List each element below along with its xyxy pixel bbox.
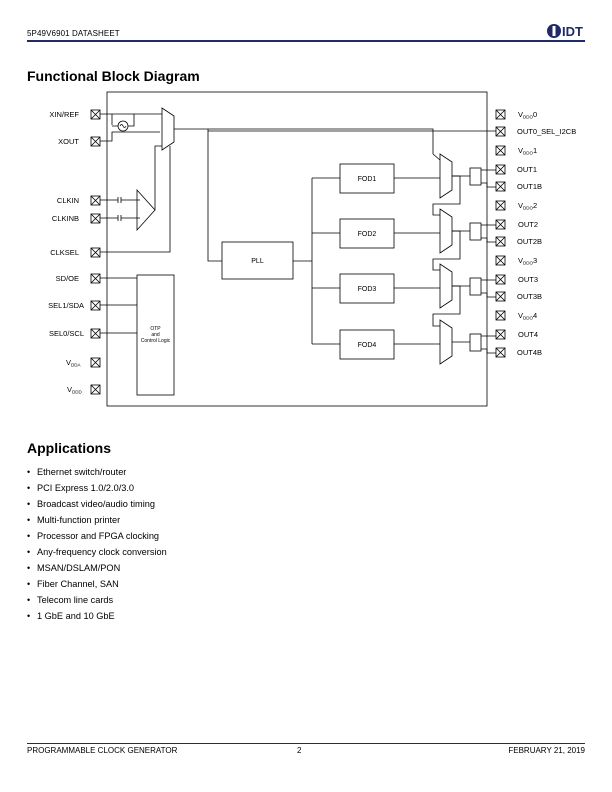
label-fod3: FOD3 xyxy=(358,286,377,293)
label-vddd: VDDD xyxy=(67,385,83,395)
list-item: PCI Express 1.0/2.0/3.0 xyxy=(27,480,167,496)
label-sel0-scl: SEL0/SCL xyxy=(49,329,84,338)
left-pins xyxy=(90,109,101,395)
label-vddo3: VDDO3 xyxy=(518,256,537,266)
list-item: Broadcast video/audio timing xyxy=(27,496,167,512)
pin-out2b xyxy=(495,236,506,247)
fod3-block xyxy=(339,273,395,304)
applications-heading: Applications xyxy=(27,440,112,456)
fod2-block xyxy=(339,218,395,249)
pin-out3 xyxy=(495,274,506,285)
pin-out1b xyxy=(495,181,506,192)
clkin-buffer xyxy=(136,188,156,232)
label-otp-1: OTP xyxy=(150,326,161,332)
label-out1: OUT1 xyxy=(517,165,537,174)
pin-out4b xyxy=(495,347,506,358)
logo-text: IDT xyxy=(562,24,583,39)
label-out1b: OUT1B xyxy=(517,182,542,191)
pin-vddo2 xyxy=(495,200,506,211)
label-out4: OUT4 xyxy=(518,330,538,339)
pin-sd-oe xyxy=(90,273,101,284)
list-item: Processor and FPGA clocking xyxy=(27,528,167,544)
label-vddo2: VDDO2 xyxy=(518,201,537,211)
pin-vddo3 xyxy=(495,255,506,266)
pin-clkin xyxy=(90,195,101,206)
output-driver-4 xyxy=(469,333,482,352)
label-pll: PLL xyxy=(251,258,264,265)
pin-out1 xyxy=(495,164,506,175)
label-fod2: FOD2 xyxy=(358,231,377,238)
label-otp-3: Control Logic xyxy=(141,338,171,344)
chip-boundary xyxy=(106,91,488,407)
output-driver-2 xyxy=(469,222,482,241)
pll-block xyxy=(221,241,294,280)
header-rule xyxy=(27,40,585,42)
list-item: Multi-function printer xyxy=(27,512,167,528)
label-out3b: OUT3B xyxy=(517,292,542,301)
footer-date: FEBRUARY 21, 2019 xyxy=(508,746,585,755)
label-otp-2: and xyxy=(151,332,160,338)
pin-vddo0 xyxy=(495,109,506,120)
pin-xout xyxy=(90,136,101,147)
label-vddo0: VDDO0 xyxy=(518,110,537,120)
label-xin-ref: XIN/REF xyxy=(49,110,79,119)
pin-xin-ref xyxy=(90,109,101,120)
output-mux-3 xyxy=(439,263,453,309)
output-driver-3 xyxy=(469,277,482,296)
label-clksel: CLKSEL xyxy=(50,248,79,257)
pin-vdda xyxy=(90,357,101,368)
page-number: 2 xyxy=(297,746,302,755)
idt-logo: IDT xyxy=(547,24,583,39)
label-clkinb: CLKINB xyxy=(52,214,79,223)
footer-rule xyxy=(27,743,585,744)
output-mux-4 xyxy=(439,319,453,365)
output-mux-1 xyxy=(439,153,453,199)
label-sel1-sda: SEL1/SDA xyxy=(48,301,84,310)
pin-clkinb xyxy=(90,213,101,224)
label-out3: OUT3 xyxy=(518,275,538,284)
block-diagram-heading: Functional Block Diagram xyxy=(27,68,200,84)
pin-out2 xyxy=(495,219,506,230)
list-item: MSAN/DSLAM/PON xyxy=(27,560,167,576)
list-item: Fiber Channel, SAN xyxy=(27,576,167,592)
otp-control-block xyxy=(136,274,175,396)
label-fod4: FOD4 xyxy=(358,342,377,349)
footer-left: PROGRAMMABLE CLOCK GENERATOR xyxy=(27,746,178,755)
label-out4b: OUT4B xyxy=(517,348,542,357)
label-clkin: CLKIN xyxy=(57,196,79,205)
fod1-block xyxy=(339,163,395,194)
label-out2: OUT2 xyxy=(518,220,538,229)
document-title: 5P49V6901 DATASHEET xyxy=(27,29,120,38)
list-item: Ethernet switch/router xyxy=(27,464,167,480)
label-vddo4: VDDO4 xyxy=(518,311,537,321)
list-item: 1 GbE and 10 GbE xyxy=(27,608,167,624)
label-out0-sel: OUT0_SEL_I2CB xyxy=(517,127,576,136)
pin-out3b xyxy=(495,291,506,302)
pin-vddo4 xyxy=(495,310,506,321)
output-driver-1 xyxy=(469,167,482,186)
pin-vddo1 xyxy=(495,145,506,156)
input-mux xyxy=(161,107,175,151)
label-fod1: FOD1 xyxy=(358,176,377,183)
list-item: Telecom line cards xyxy=(27,592,167,608)
label-vddo1: VDDO1 xyxy=(518,146,537,156)
label-xout: XOUT xyxy=(58,137,79,146)
pin-sel0-scl xyxy=(90,328,101,339)
label-vdda: VDDA xyxy=(66,358,81,368)
pin-out0-sel xyxy=(495,126,506,137)
list-item: Any-frequency clock conversion xyxy=(27,544,167,560)
pin-vddd xyxy=(90,384,101,395)
label-out2b: OUT2B xyxy=(517,237,542,246)
applications-list: Ethernet switch/router PCI Express 1.0/2… xyxy=(27,464,167,624)
right-pins xyxy=(495,109,506,358)
pin-clksel xyxy=(90,247,101,258)
fod4-block xyxy=(339,329,395,360)
pin-out4 xyxy=(495,329,506,340)
label-sd-oe: SD/OE xyxy=(56,274,79,283)
pin-sel1-sda xyxy=(90,300,101,311)
output-mux-2 xyxy=(439,208,453,254)
